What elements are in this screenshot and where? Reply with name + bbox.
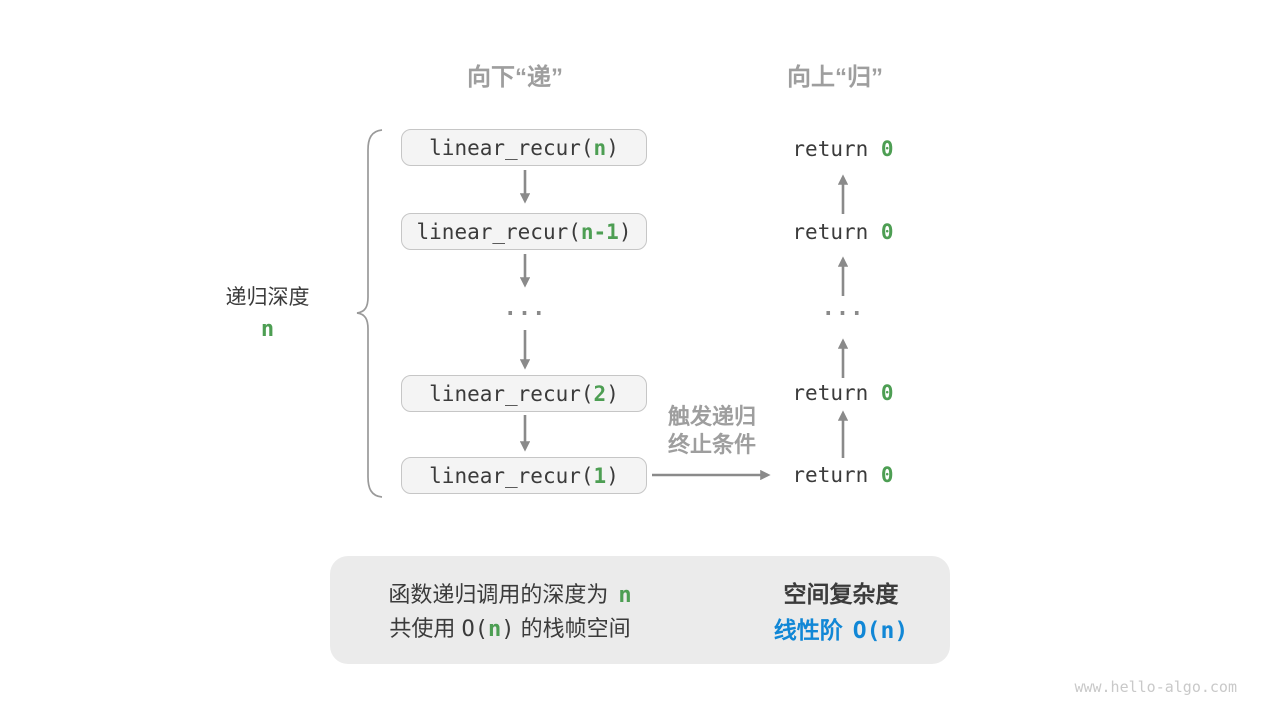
space-complexity-title: 空间复杂度 — [783, 581, 899, 607]
base-case-note: 触发递归 终止条件 — [637, 403, 787, 459]
return-row-2: return 0 — [792, 220, 894, 244]
return-row-3: return 0 — [792, 381, 894, 405]
recursion-depth-value: n — [260, 317, 275, 342]
depth-brace — [356, 129, 383, 498]
summary-line-2: 共使用 O(n) 的栈帧空间 — [389, 616, 631, 642]
base-case-note-line2: 终止条件 — [667, 432, 756, 457]
stack-frame-n-1: linear_recur(n-1) — [401, 213, 647, 250]
recursion-depth-label: 递归深度 — [225, 286, 310, 309]
stack-frame-1: linear_recur(1) — [401, 457, 647, 494]
summary-panel — [330, 556, 950, 664]
return-row-4: return 0 — [792, 463, 894, 487]
stack-ellipsis: ... — [503, 296, 547, 321]
site-watermark: www.hello-algo.com — [1074, 678, 1237, 696]
stack-frame-n: linear_recur(n) — [401, 129, 647, 166]
base-case-note-line1: 触发递归 — [667, 404, 756, 429]
descend-column-header: 向下“递” — [467, 64, 563, 91]
ascend-column-header: 向上“归” — [787, 64, 883, 91]
return-row-1: return 0 — [792, 137, 894, 161]
return-ellipsis: ... — [821, 296, 865, 321]
stack-frame-2: linear_recur(2) — [401, 375, 647, 412]
